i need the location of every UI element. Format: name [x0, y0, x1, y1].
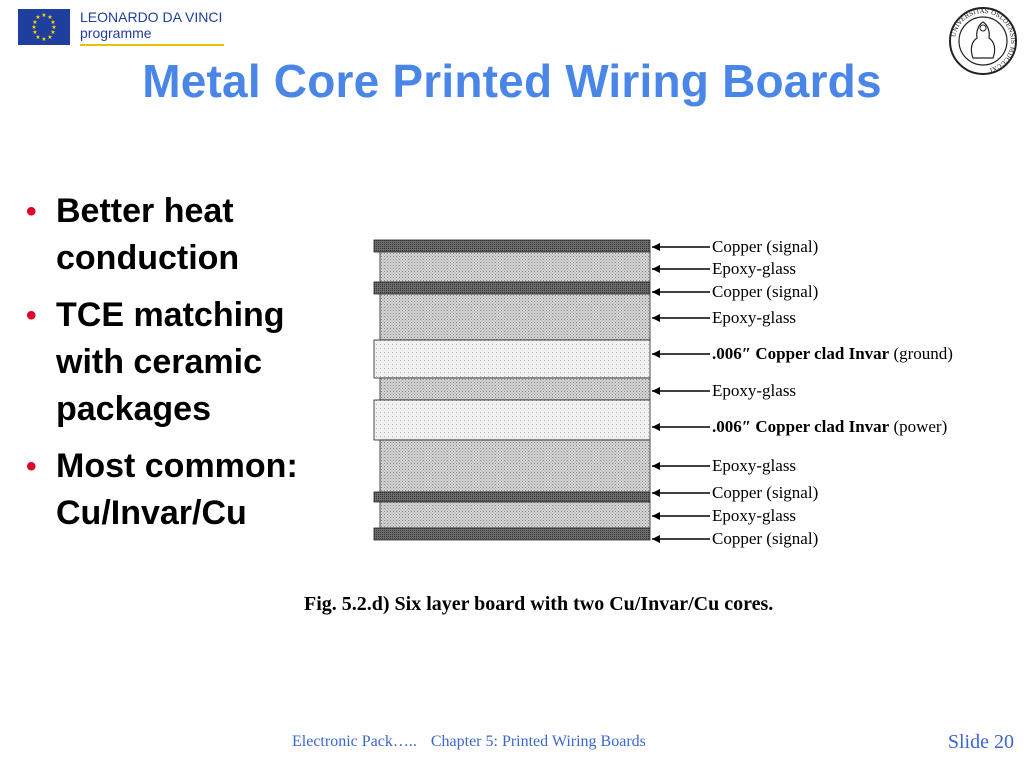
bullet-text: Better heat conduction — [56, 192, 240, 277]
svg-text:★: ★ — [41, 36, 46, 43]
eu-flag-icon: ★★★ ★★★ ★★★ ★★★ — [18, 9, 70, 45]
svg-text:★: ★ — [41, 12, 46, 19]
layer-band — [379, 293, 651, 341]
bullet-item: • TCE matching with ceramic packages — [26, 292, 356, 433]
layer-label: Copper (signal) — [712, 529, 818, 548]
layer-label: Copper (signal) — [712, 483, 818, 502]
figure-caption: Fig. 5.2.d) Six layer board with two Cu/… — [304, 593, 774, 615]
arrow-head-icon — [652, 423, 660, 431]
arrow-head-icon — [652, 265, 660, 273]
svg-text:★: ★ — [35, 14, 40, 21]
layer-label: Epoxy-glass — [712, 381, 796, 400]
layer-label: Epoxy-glass — [712, 308, 796, 327]
svg-text:★: ★ — [47, 14, 52, 21]
layer-label: Epoxy-glass — [712, 506, 796, 525]
layer-label: Copper (signal) — [712, 237, 818, 256]
bullet-text: TCE matching with ceramic packages — [56, 296, 285, 428]
layer-band — [379, 501, 651, 529]
university-seal-icon: UNIVERSITAS OSLOENSIS MDCCCXI — [948, 6, 1018, 76]
footer-course: Electronic Pack….. — [292, 733, 417, 750]
bullet-item: • Better heat conduction — [26, 188, 356, 282]
layer-label: Epoxy-glass — [712, 259, 796, 278]
arrow-head-icon — [652, 512, 660, 520]
slide-number: Slide 20 — [947, 731, 1014, 753]
arrow-head-icon — [652, 462, 660, 470]
svg-text:★: ★ — [51, 24, 56, 31]
layer-band — [373, 491, 651, 503]
arrow-head-icon — [652, 350, 660, 358]
bullet-dot-icon: • — [26, 450, 37, 483]
arrow-head-icon — [652, 535, 660, 543]
program-line1: LEONARDO DA VINCI — [80, 9, 223, 25]
svg-text:★: ★ — [50, 29, 55, 36]
svg-text:★: ★ — [35, 34, 40, 41]
svg-text:★: ★ — [32, 29, 37, 36]
layer-band — [373, 339, 651, 379]
layer-band — [373, 281, 651, 295]
layer-band — [373, 239, 651, 253]
logo-underline — [80, 44, 224, 46]
arrow-head-icon — [652, 489, 660, 497]
arrow-head-icon — [652, 387, 660, 395]
label-arrows — [652, 243, 710, 543]
layer-label: .006″ Copper clad Invar (power) — [712, 417, 947, 436]
layer-label: Epoxy-glass — [712, 456, 796, 475]
bullet-list: • Better heat conduction • TCE matching wi… — [26, 188, 356, 547]
svg-text:★: ★ — [47, 34, 52, 41]
arrow-head-icon — [652, 243, 660, 251]
layer-band — [379, 377, 651, 401]
slide-title: Metal Core Printed Wiring Boards — [142, 55, 882, 107]
program-line2: programme — [80, 25, 152, 41]
footer-chapter: Chapter 5: Printed Wiring Boards — [430, 733, 646, 750]
layer-bands — [373, 239, 651, 541]
bullet-dot-icon: • — [26, 299, 37, 332]
bullet-dot-icon: • — [26, 195, 37, 228]
svg-text:★: ★ — [50, 19, 55, 26]
layer-label: Copper (signal) — [712, 282, 818, 301]
layer-band — [379, 251, 651, 283]
svg-text:★: ★ — [31, 24, 36, 31]
layer-band — [373, 527, 651, 541]
arrow-head-icon — [652, 314, 660, 322]
layer-band — [379, 439, 651, 493]
svg-text:★: ★ — [32, 19, 37, 26]
layer-band — [373, 399, 651, 441]
bullet-text: Most common: Cu/Invar/Cu — [56, 447, 298, 532]
arrow-head-icon — [652, 288, 660, 296]
bullet-item: • Most common: Cu/Invar/Cu — [26, 443, 356, 537]
footer-center: Electronic Pack….. Chapter 5: Printed Wir… — [292, 733, 646, 751]
program-logo-text: LEONARDO DA VINCI programme — [80, 9, 222, 41]
layer-label: .006″ Copper clad Invar (ground) — [712, 344, 953, 363]
